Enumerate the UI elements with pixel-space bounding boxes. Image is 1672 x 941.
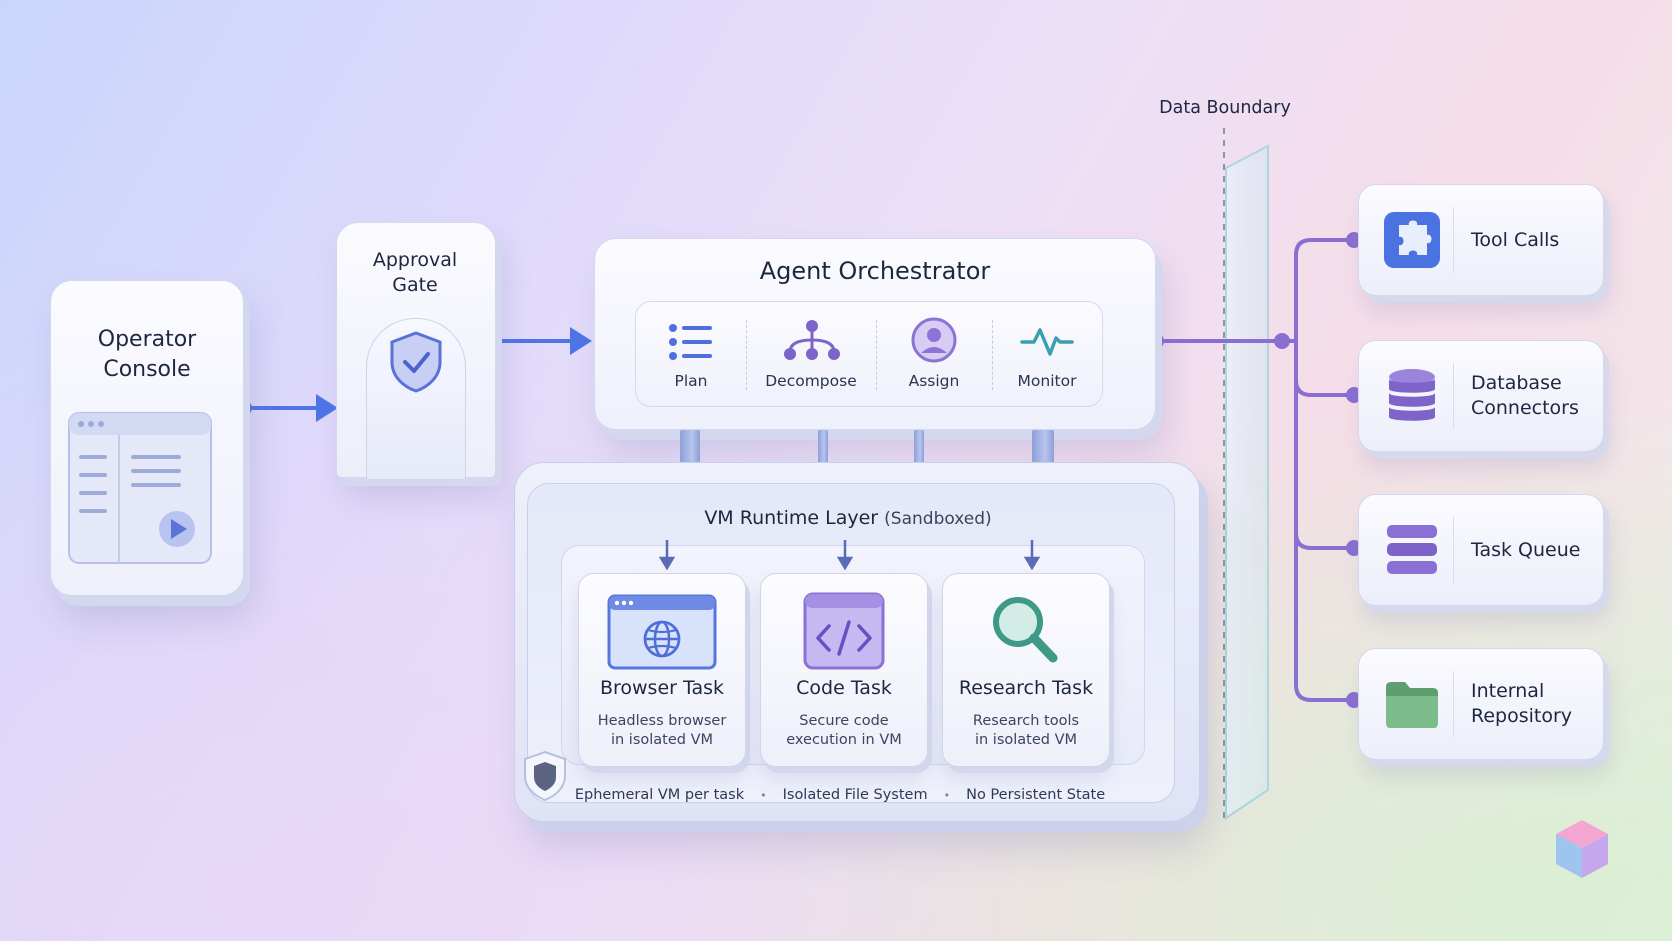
resource-task-queue[interactable]: Task Queue: [1358, 494, 1604, 606]
queue-icon: [1387, 525, 1437, 574]
operator-console-title-line2: Console: [103, 357, 191, 382]
research-task-desc-line2: in isolated VM: [974, 732, 1078, 748]
step-decompose[interactable]: Decompose: [746, 302, 876, 406]
hierarchy-icon: [784, 320, 840, 360]
code-icon: [803, 592, 885, 670]
resource-tool-calls-label: Tool Calls: [1471, 228, 1560, 251]
user-icon: [911, 317, 957, 363]
folder-icon: [1386, 682, 1438, 728]
vm-runtime-title-main: VM Runtime Layer: [704, 507, 879, 529]
arrow-gate-to-orchestrator: [490, 327, 592, 355]
list-icon: [669, 324, 712, 360]
vm-footer-item-2: Isolated File System: [782, 787, 928, 803]
approval-gate[interactable]: Approval Gate: [336, 222, 498, 480]
operator-console-card[interactable]: Operator Console: [50, 280, 244, 596]
pillar-3: [914, 430, 924, 478]
browser-task-desc: Headless browser in isolated VM: [579, 712, 745, 750]
orchestrator-title: Agent Orchestrator: [759, 257, 991, 285]
operator-console-title-line1: Operator: [97, 327, 197, 352]
cube-logo-icon: [1556, 820, 1608, 878]
puzzle-icon: [1384, 212, 1440, 268]
orchestrator-steps-panel: Plan Decompose Assign Monitor: [635, 301, 1103, 407]
browser-task-card[interactable]: Browser Task Headless browser in isolate…: [578, 573, 746, 767]
vm-runtime-title-suffix: (Sandboxed): [884, 509, 992, 529]
approval-gate-title: Approval Gate: [336, 248, 494, 298]
code-task-desc-line2: execution in VM: [786, 732, 902, 748]
database-icon: [1389, 369, 1435, 421]
research-task-desc-line1: Research tools: [972, 713, 1080, 729]
approval-gate-title-line2: Gate: [392, 274, 438, 296]
code-task-card[interactable]: Code Task Secure code execution in VM: [760, 573, 928, 767]
step-plan-label: Plan: [674, 372, 708, 390]
browser-task-desc-line2: in isolated VM: [610, 732, 714, 748]
step-assign-label: Assign: [908, 372, 960, 390]
agent-orchestrator-card[interactable]: Agent Orchestrator Plan Decompose: [594, 238, 1156, 430]
step-monitor-label: Monitor: [1017, 372, 1077, 390]
step-monitor[interactable]: Monitor: [992, 302, 1102, 406]
research-task-title: Research Task: [958, 677, 1094, 699]
resource-tool-calls[interactable]: Tool Calls: [1358, 184, 1604, 296]
code-task-desc-line1: Secure code: [799, 713, 889, 729]
step-decompose-label: Decompose: [765, 372, 857, 390]
data-boundary-panel: [1223, 128, 1269, 820]
browser-task-title: Browser Task: [599, 677, 725, 699]
data-boundary-label: Data Boundary: [1159, 98, 1291, 118]
vm-footer-sep-2: •: [943, 788, 951, 802]
code-task-desc: Secure code execution in VM: [761, 712, 927, 750]
research-task-desc: Research tools in isolated VM: [943, 712, 1109, 750]
browser-task-desc-line1: Headless browser: [597, 713, 727, 729]
vm-runtime-title: VM Runtime Layer (Sandboxed): [515, 507, 1181, 529]
operator-console-title: Operator Console: [51, 325, 243, 385]
step-assign[interactable]: Assign: [876, 302, 992, 406]
pulse-icon: [1020, 328, 1074, 356]
vm-footer-item-1: Ephemeral VM per task: [574, 787, 745, 803]
magnifier-icon: [993, 597, 1058, 663]
vm-footer-item-3: No Persistent State: [966, 787, 1106, 803]
vm-footer-sep-1: •: [760, 788, 767, 802]
pillar-2: [818, 430, 828, 478]
vm-footer: Ephemeral VM per task • Isolated File Sy…: [560, 784, 1120, 806]
browser-globe-icon: [607, 594, 717, 670]
approval-gate-title-line1: Approval: [372, 249, 458, 271]
resource-task-queue-label: Task Queue: [1471, 538, 1581, 561]
vm-shield-icon: [524, 750, 566, 802]
research-task-card[interactable]: Research Task Research tools in isolated…: [942, 573, 1110, 767]
step-plan[interactable]: Plan: [636, 302, 746, 406]
console-window-icon: [68, 412, 212, 564]
arrow-console-to-gate: [236, 394, 338, 422]
shield-check-icon: [390, 331, 442, 393]
code-task-title: Code Task: [796, 677, 892, 699]
